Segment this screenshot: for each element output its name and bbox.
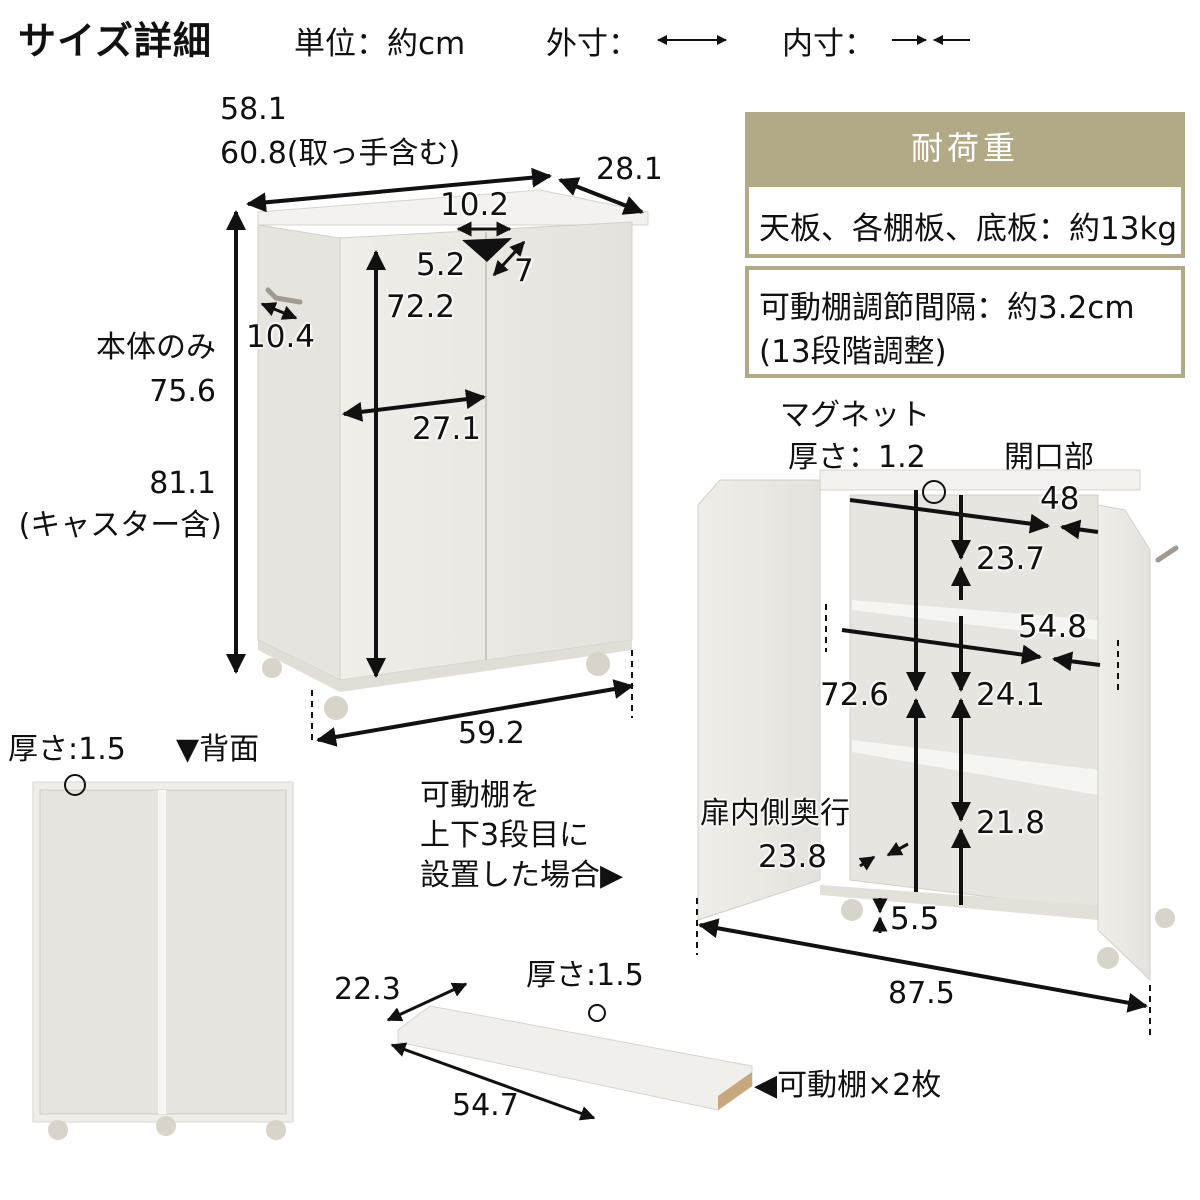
movable-shelf-count-label: ◀可動棚×2枚 [754,1068,942,1103]
load-capacity-text: 天板、各棚板、底板：約13kg [759,211,1178,247]
total-height-note: (キャスター含) [18,508,222,543]
side-handle-value: 10.4 [246,319,316,355]
unit-label: 単位：約cm [294,26,466,62]
middle-section-value: 24.1 [976,677,1046,713]
shelf-adjust-interval: 可動棚調節間隔：約3.2cm [759,290,1135,326]
shelf-depth-value: 22.3 [334,972,401,1007]
depth-value: 28.1 [596,152,663,187]
total-height-value: 81.1 [149,466,216,501]
open-dimension-lines [696,490,1151,1040]
back-thickness-value: 厚さ:1.5 [8,732,126,767]
body-height-value: 75.6 [149,374,216,409]
load-capacity-box: 天板、各棚板、底板：約13kg [745,183,1185,258]
handle-width-value: 10.2 [440,187,510,223]
door-width-value: 27.1 [412,411,482,447]
opening-width-value: 48 [1040,481,1080,517]
back-cabinet-illustration [32,774,294,1140]
page-title: サイズ詳細 [18,19,212,63]
open-width-value: 87.5 [888,976,955,1011]
shelf-note-line3: 設置した場合▶ [420,858,624,893]
shelf-thickness-value: 厚さ:1.5 [526,958,644,993]
shelf-note-line2: 上下3段目に [420,818,590,853]
outer-dimension-label: 外寸： [546,26,639,62]
door-inner-depth-label: 扉内側奥行 [700,796,850,831]
base-width-value: 59.2 [458,716,525,751]
opening-label: 開口部 [1004,440,1094,475]
shelf-adjust-box: 可動棚調節間隔：約3.2cm (13段階調整) [745,266,1185,378]
shelf-note-line1: 可動棚を [420,778,540,813]
handle-depth-value: 7 [514,253,534,289]
inner-height-value: 72.6 [820,677,890,713]
width-with-handle-value: 60.8(取っ手含む) [220,136,461,171]
handle-height-value: 5.2 [416,247,466,283]
door-inner-depth-value: 23.8 [758,839,828,875]
open-cabinet-illustration [697,469,1179,982]
magnet-label: マグネット [780,398,930,433]
floor-clearance-value: 5.5 [890,901,940,937]
inner-width-value: 54.8 [1018,609,1088,645]
inner-dimension-label: 内寸： [782,26,875,62]
back-view-label: ▼背面 [176,732,260,767]
load-capacity-heading: 耐荷重 [745,112,1185,184]
top-section-value: 23.7 [976,541,1046,577]
width-value: 58.1 [220,92,287,127]
front-cabinet-illustration [257,189,649,720]
magnet-thickness-value: 厚さ：1.2 [788,440,926,475]
shelf-width-value: 54.7 [452,1088,519,1123]
front-dimension-lines [226,167,644,747]
door-height-value: 72.2 [386,289,456,325]
bottom-section-value: 21.8 [976,805,1046,841]
body-only-label: 本体のみ [96,330,216,365]
shelf-dimension-lines [386,982,596,1121]
shelf-adjust-steps: (13段階調整) [759,334,947,370]
